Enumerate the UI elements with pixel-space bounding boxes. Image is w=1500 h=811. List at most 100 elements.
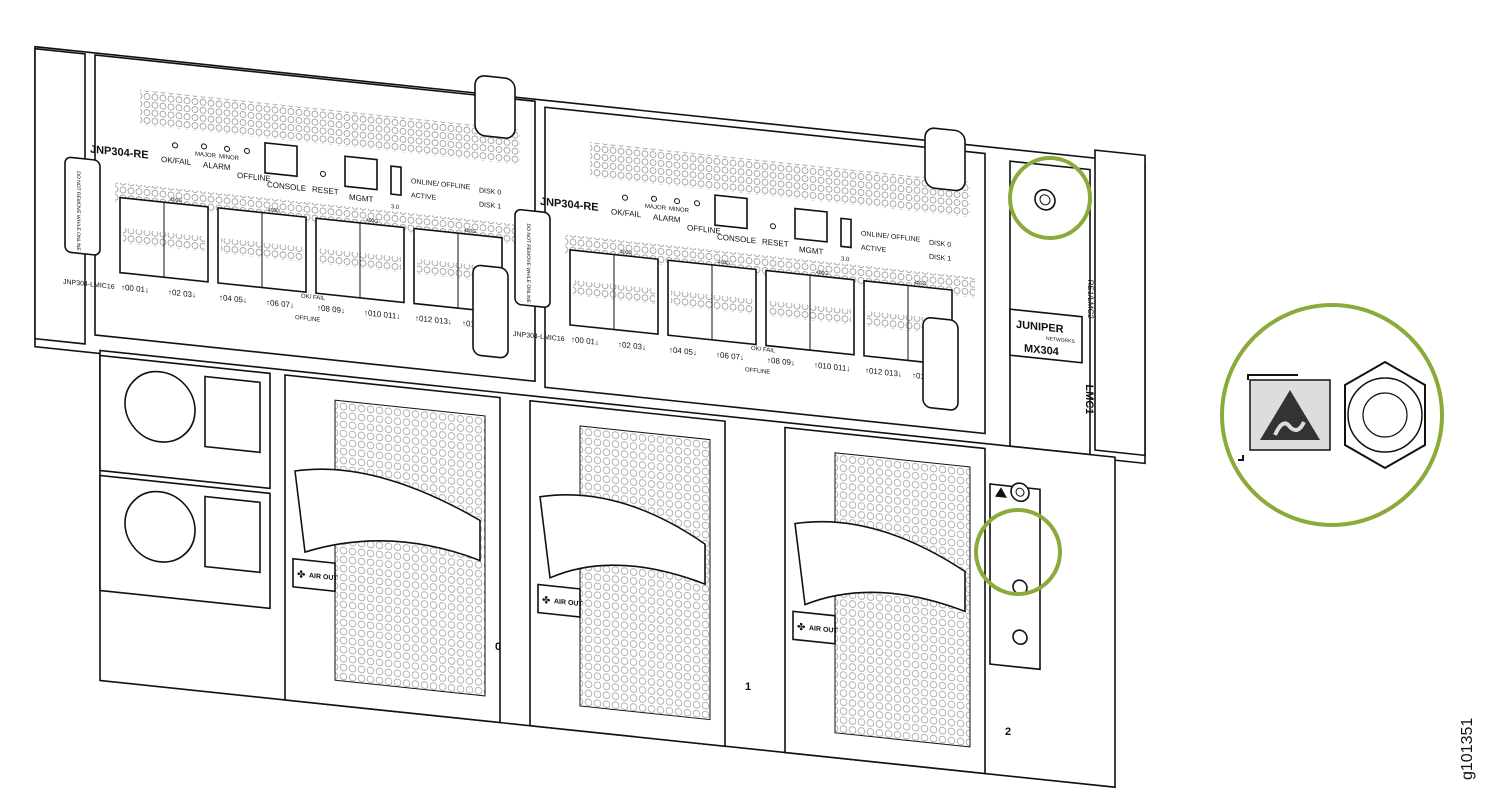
ejector-handle[interactable] [64,156,101,256]
reset-label: RESET [762,237,789,249]
led-icon [674,198,680,205]
vent-grille [140,89,520,165]
captive-screw-latch[interactable] [924,127,966,192]
console-port[interactable] [264,141,298,178]
fan-tray-handle[interactable] [294,465,481,570]
psu-power-inlet [204,495,261,574]
led-ok-fail-label: OK/FAIL [161,155,192,167]
reset-button[interactable] [770,223,776,230]
right-rack-ear [1094,149,1146,457]
led-icon [622,194,628,201]
led-minor-label: MINOR [219,154,240,162]
air-out-label: AIR OUT [309,572,338,582]
air-out-badge [292,557,336,593]
lmic-ok-fail-label: OK/ FAIL [751,346,776,355]
esd-nut-lower-inner [1015,487,1025,497]
figure-id: g101351 [1459,718,1476,780]
port-speed: 400G [268,207,280,214]
reset-button[interactable] [320,170,326,177]
fan-trays: ✤AIR OUT✤AIR OUT✤AIR OUT [284,374,986,775]
brand-plate [1009,308,1083,364]
lmic-offline-label: OFFLINE [745,367,770,376]
fan-icon: ✤ [542,595,550,607]
port-label: ↑010 011↓ [364,308,400,321]
ejector-label: DO NOT REMOVE WHILE ONLINE [525,223,531,304]
port-speed: 400G [366,217,378,224]
lmic-offline-label: OFFLINE [295,315,320,324]
console-port[interactable] [714,194,748,230]
usb-port[interactable] [840,217,852,249]
port-label: ↑00 01↓ [571,335,599,347]
port-label: ↑02 03↓ [168,288,196,300]
esd-nut-upper-inner [1039,194,1051,206]
mgmt-port[interactable] [794,207,828,243]
esd-nut-lower [1010,482,1030,503]
captive-screw-latch[interactable] [474,75,516,139]
console-label: CONSOLE [717,232,756,245]
console-label: CONSOLE [267,180,306,193]
port-speed: 400G [464,228,476,235]
ejector-label: DO NOT REMOVE WHILE ONLINE [75,171,81,252]
led-ok-fail-label: OK/FAIL [611,207,642,219]
usb-label: 3.0 [841,256,850,263]
air-out-badge [792,610,836,645]
fan-tray-handle[interactable] [794,518,966,622]
led-offline-label: OFFLINE [687,223,721,236]
brand-logo: JUNIPER [1016,319,1064,336]
led-major-label: MAJOR [645,204,667,212]
fan-tray-number: 1 [745,681,751,693]
port-speed: 400G [718,259,730,266]
led-icon [694,200,700,207]
fan-tray-number: 2 [1005,726,1011,738]
air-out-badge [537,583,581,618]
lower-chassis: ✤AIR OUT✤AIR OUT✤AIR OUT [99,349,1116,789]
esd-callout-upper [1008,156,1092,240]
lmic-ok-fail-label: OK/ FAIL [301,294,326,303]
led-offline-label: OFFLINE [237,171,271,184]
model-name: MX304 [1024,343,1060,359]
port-label: ↑08 09↓ [767,356,795,368]
ground-nut-icon [1344,360,1426,470]
mgmt-label: MGMT [799,245,824,257]
port-speed: 400G [170,197,182,204]
fan-icon: ✤ [297,569,305,581]
led-major-label: MAJOR [195,152,217,160]
port-label: ↑04 05↓ [219,293,247,305]
port-label: ↑06 07↓ [716,350,744,362]
port-label: ↑04 05↓ [669,345,697,357]
esd-detail [1238,360,1426,470]
fan-tray-2: ✤ AIR OUT [784,426,986,775]
fan-tray-1: ✤AIR OUT [529,399,726,748]
usb-port[interactable] [390,165,402,197]
port-label: ↑00 01↓ [121,283,149,295]
ejector-handle[interactable] [514,208,551,309]
lmic-ejector[interactable] [922,317,959,411]
port-label: ↑010 011↓ [814,361,850,374]
led-alarm-label: ALARM [203,160,231,172]
port-label: ↑012 013↓ [865,366,902,379]
lmic-ejector[interactable] [472,264,509,359]
led-icon [201,143,207,150]
fan-tray-number: 0 [495,641,501,653]
port-label: ↑012 013↓ [415,314,452,327]
disk1-label: DISK 1 [479,201,501,210]
led-alarm-label: ALARM [653,213,681,225]
mgmt-label: MGMT [349,193,374,205]
ground-stud [1012,629,1028,646]
led-icon [172,142,178,149]
esd-callout-lower [974,508,1062,596]
slot-label-upper: RE1/LMC2 [1086,279,1095,320]
air-out-label: AIR OUT [809,625,838,635]
fan-tray-handle[interactable] [539,491,706,594]
mgmt-port[interactable] [344,155,378,191]
brand-sub: NETWORKS [1046,336,1075,345]
port-speed: 400G [816,270,828,277]
reset-label: RESET [312,185,339,197]
fan-icon: ✤ [797,622,805,634]
active-label: ACTIVE [861,245,887,255]
